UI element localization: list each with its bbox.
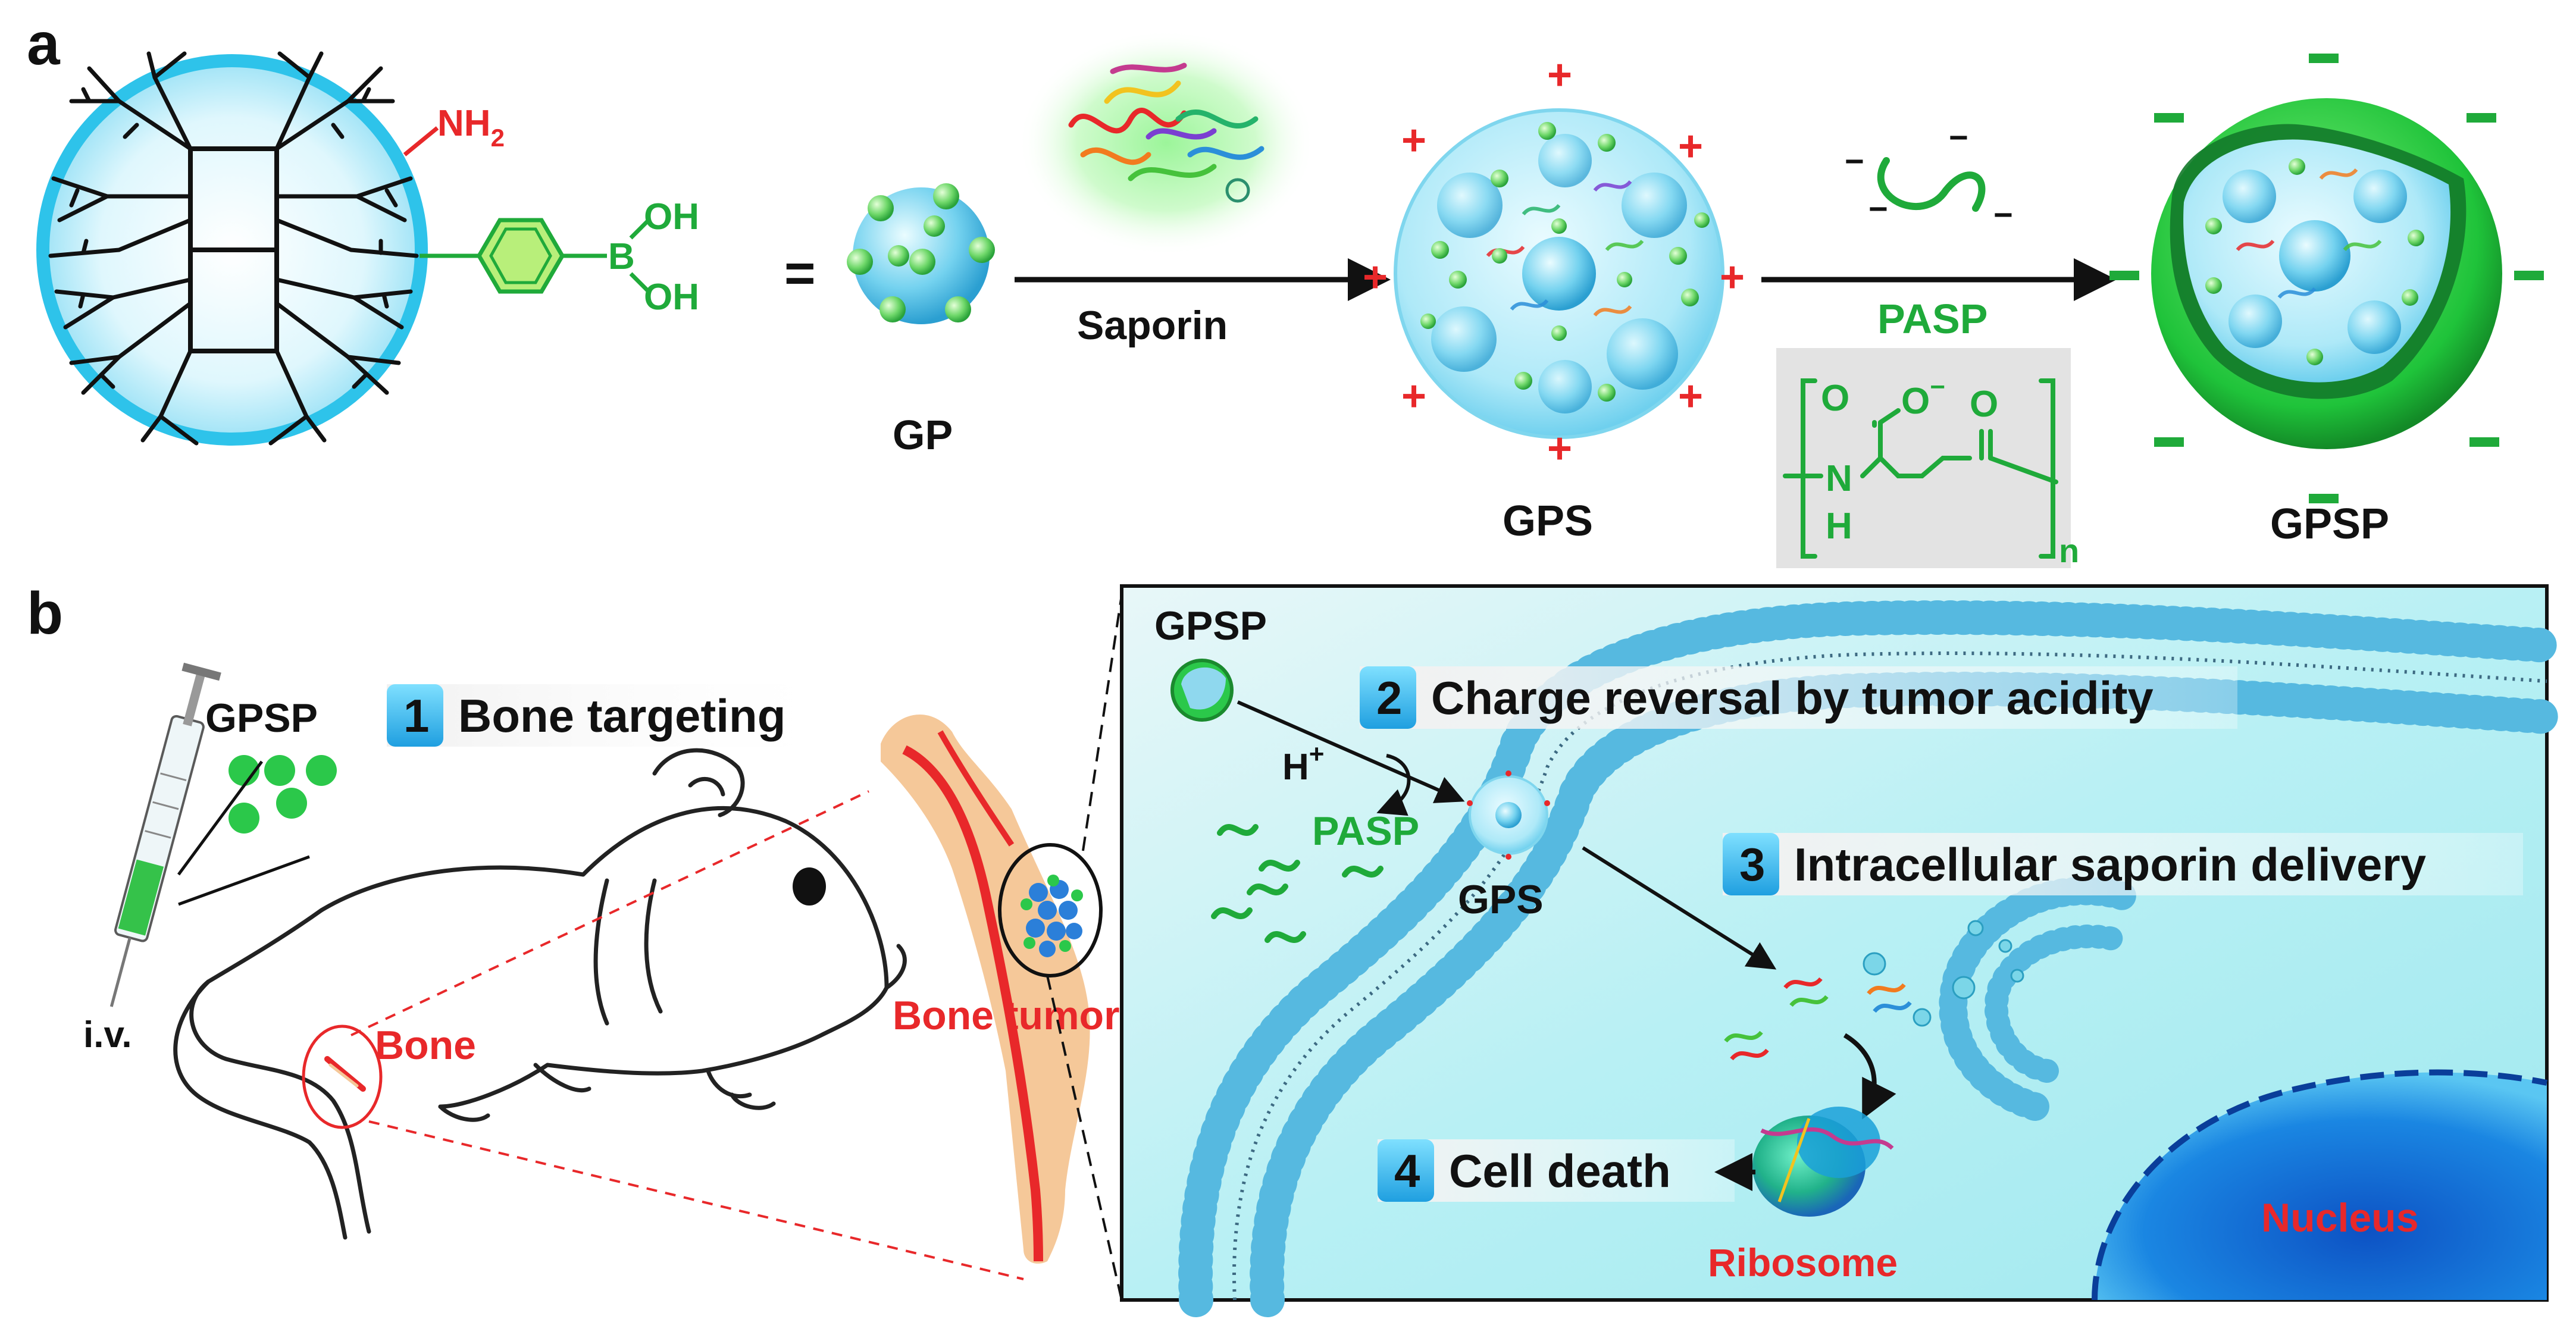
gpsp-dots: [229, 755, 337, 834]
svg-text:+: +: [1678, 123, 1703, 170]
svg-text:+: +: [1678, 372, 1703, 420]
released-saporin: [1724, 977, 1912, 1061]
nucleus-label: Nucleus: [2261, 1195, 2419, 1240]
svg-text:Cell death: Cell death: [1449, 1145, 1671, 1197]
gps-particle: [1394, 108, 1724, 439]
cell-gpsp-label: GPSP: [1154, 603, 1267, 648]
bone-tumor-label: Bone tumor: [893, 993, 1120, 1038]
svg-text:−: −: [1949, 118, 1968, 156]
zoom-line-bottom: [368, 1120, 1024, 1280]
gp-nanoparticle: [847, 183, 995, 324]
svg-text:2: 2: [1376, 672, 1402, 724]
svg-text:Bone targeting: Bone targeting: [458, 690, 785, 742]
svg-text:+: +: [1401, 117, 1426, 164]
released-pasp-strands: [1211, 824, 1384, 943]
svg-text:+: +: [1401, 372, 1426, 420]
step-1-badge: 1 Bone targeting: [387, 684, 815, 747]
zoom-line-upper: [1082, 594, 1123, 851]
bone-in-leg: [324, 1056, 366, 1092]
svg-text:3: 3: [1739, 838, 1765, 891]
mouse-eye: [793, 867, 826, 906]
ribosome-illustration: [1752, 1107, 1894, 1217]
svg-text:−: −: [1868, 190, 1888, 227]
amine-bond: [403, 126, 439, 156]
zoom-line-lower: [1046, 975, 1123, 1301]
released-nanoparticles: [1863, 920, 2024, 1027]
svg-text:Charge reversal by tumor acidi: Charge reversal by tumor acidity: [1431, 672, 2154, 724]
saporin-label: Saporin: [1077, 303, 1228, 348]
phenylboronic-acid: [420, 218, 650, 294]
panel-a-label: a: [27, 11, 61, 77]
gpsp-particle: [2151, 98, 2502, 449]
svg-text:−: −: [1993, 196, 2013, 233]
bone-illustration: [881, 715, 1103, 1264]
pasp-structure-formula: O O− O N H n: [1776, 348, 2079, 569]
panel-b-label: b: [27, 580, 63, 647]
syringe-icon: [109, 662, 221, 1007]
gp-label: GP: [893, 412, 953, 458]
equals-sign: =: [784, 244, 816, 303]
pasp-h: H: [1826, 506, 1852, 547]
svg-text:+: +: [1720, 253, 1745, 301]
bone-callout-circle: [302, 1025, 383, 1129]
svg-text:1: 1: [403, 690, 429, 742]
pasp-n: N: [1826, 458, 1852, 499]
gpsp-label: GPSP: [2270, 500, 2389, 548]
gps-positive-charges: + + + + + + + +: [1363, 51, 1745, 472]
dendrimer-structure: [36, 51, 428, 446]
pasp-o-right: O: [1970, 384, 1998, 425]
pasp-subscript-n: n: [2059, 532, 2079, 569]
bone-label: Bone: [375, 1023, 476, 1068]
gpsp-negative-charges: [2109, 54, 2544, 503]
pasp-release-arrow: [1376, 754, 1411, 816]
zoom-line-top: [350, 790, 869, 1036]
svg-text:Intracellular saporin delivery: Intracellular saporin delivery: [1794, 838, 2426, 891]
oh-top-label: OH: [644, 196, 699, 237]
pasp-label: PASP: [1877, 296, 1987, 342]
cell-pasp-label: PASP: [1312, 809, 1419, 854]
pasp-polymer-icon: − − − −: [1845, 118, 2013, 233]
syringe-callout-line-2: [178, 855, 310, 906]
boron-label: B: [608, 236, 635, 277]
svg-text:+: +: [1363, 253, 1388, 301]
saporin-to-ribosome-arrow: [1843, 1033, 1896, 1120]
pasp-o-minus: O−: [1901, 372, 1945, 422]
ribosome-label: Ribosome: [1708, 1240, 1898, 1284]
mouse-illustration: [173, 748, 907, 1240]
step-2-badge: 2 Charge reversal by tumor acidity: [1360, 666, 2237, 729]
svg-text:4: 4: [1394, 1145, 1420, 1197]
svg-text:−: −: [1845, 142, 1864, 180]
cell-gps-label: GPS: [1458, 877, 1544, 922]
pasp-o-left: O: [1821, 378, 1849, 419]
step-3-badge: 3 Intracellular saporin delivery: [1723, 833, 2523, 895]
oh-bottom-label: OH: [644, 277, 699, 318]
cell-gps-particle: [1467, 770, 1550, 860]
gpsp-left-label: GPSP: [205, 695, 318, 741]
h-plus-label: H+: [1282, 740, 1324, 788]
svg-text:+: +: [1547, 51, 1572, 99]
amine-label: NH2: [437, 103, 505, 152]
step-4-badge: 4 Cell death: [1378, 1139, 1735, 1202]
gps-to-endosome-arrow: [1582, 846, 1777, 970]
gpsp-to-gps-arrow: [1237, 700, 1465, 803]
saporin-protein: [1018, 30, 1315, 256]
svg-text:+: +: [1547, 425, 1572, 472]
cell-gpsp-particle: [1170, 659, 1234, 722]
syringe-callout-line-1: [177, 760, 264, 876]
iv-label: i.v.: [83, 1014, 132, 1055]
gps-label: GPS: [1503, 497, 1593, 545]
